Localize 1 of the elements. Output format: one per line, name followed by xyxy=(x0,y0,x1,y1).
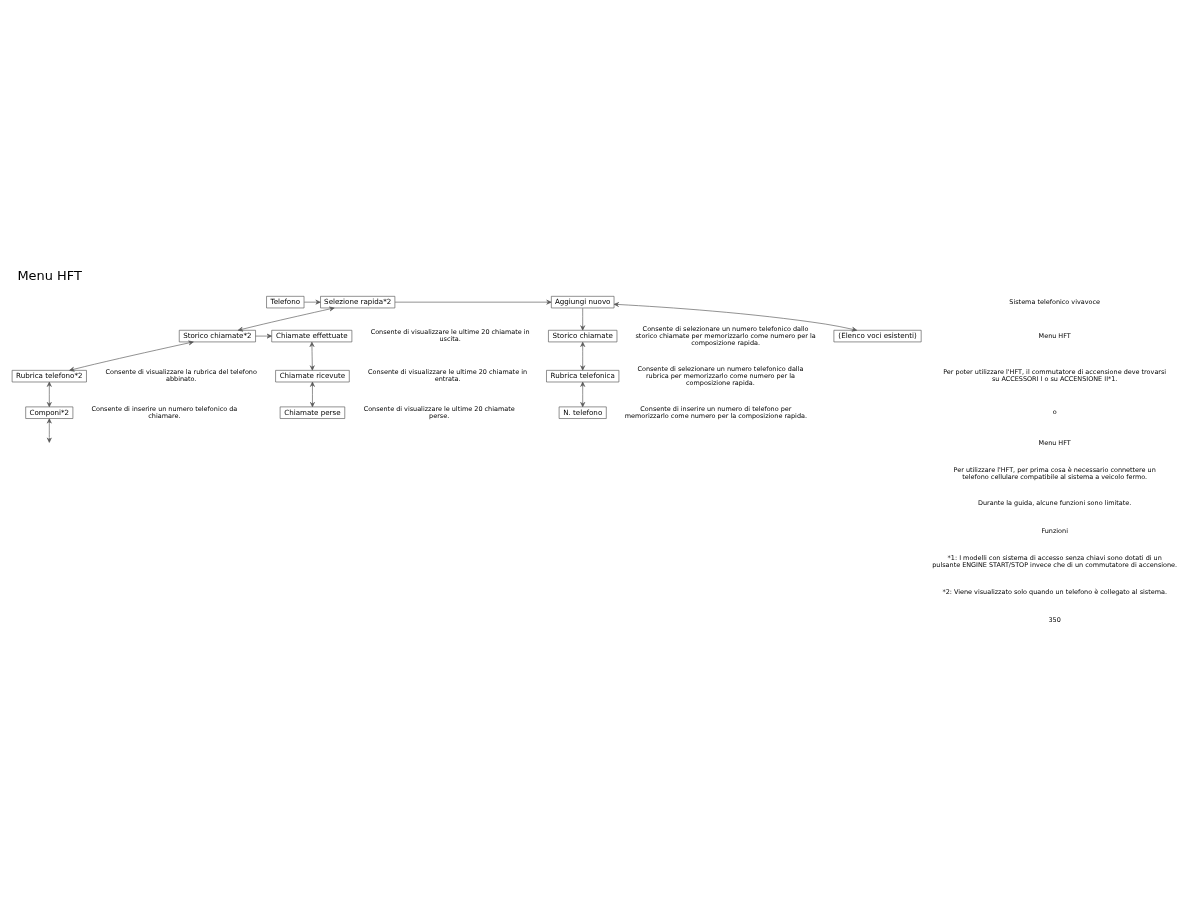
diagram-title: Menu HFT xyxy=(17,267,82,283)
